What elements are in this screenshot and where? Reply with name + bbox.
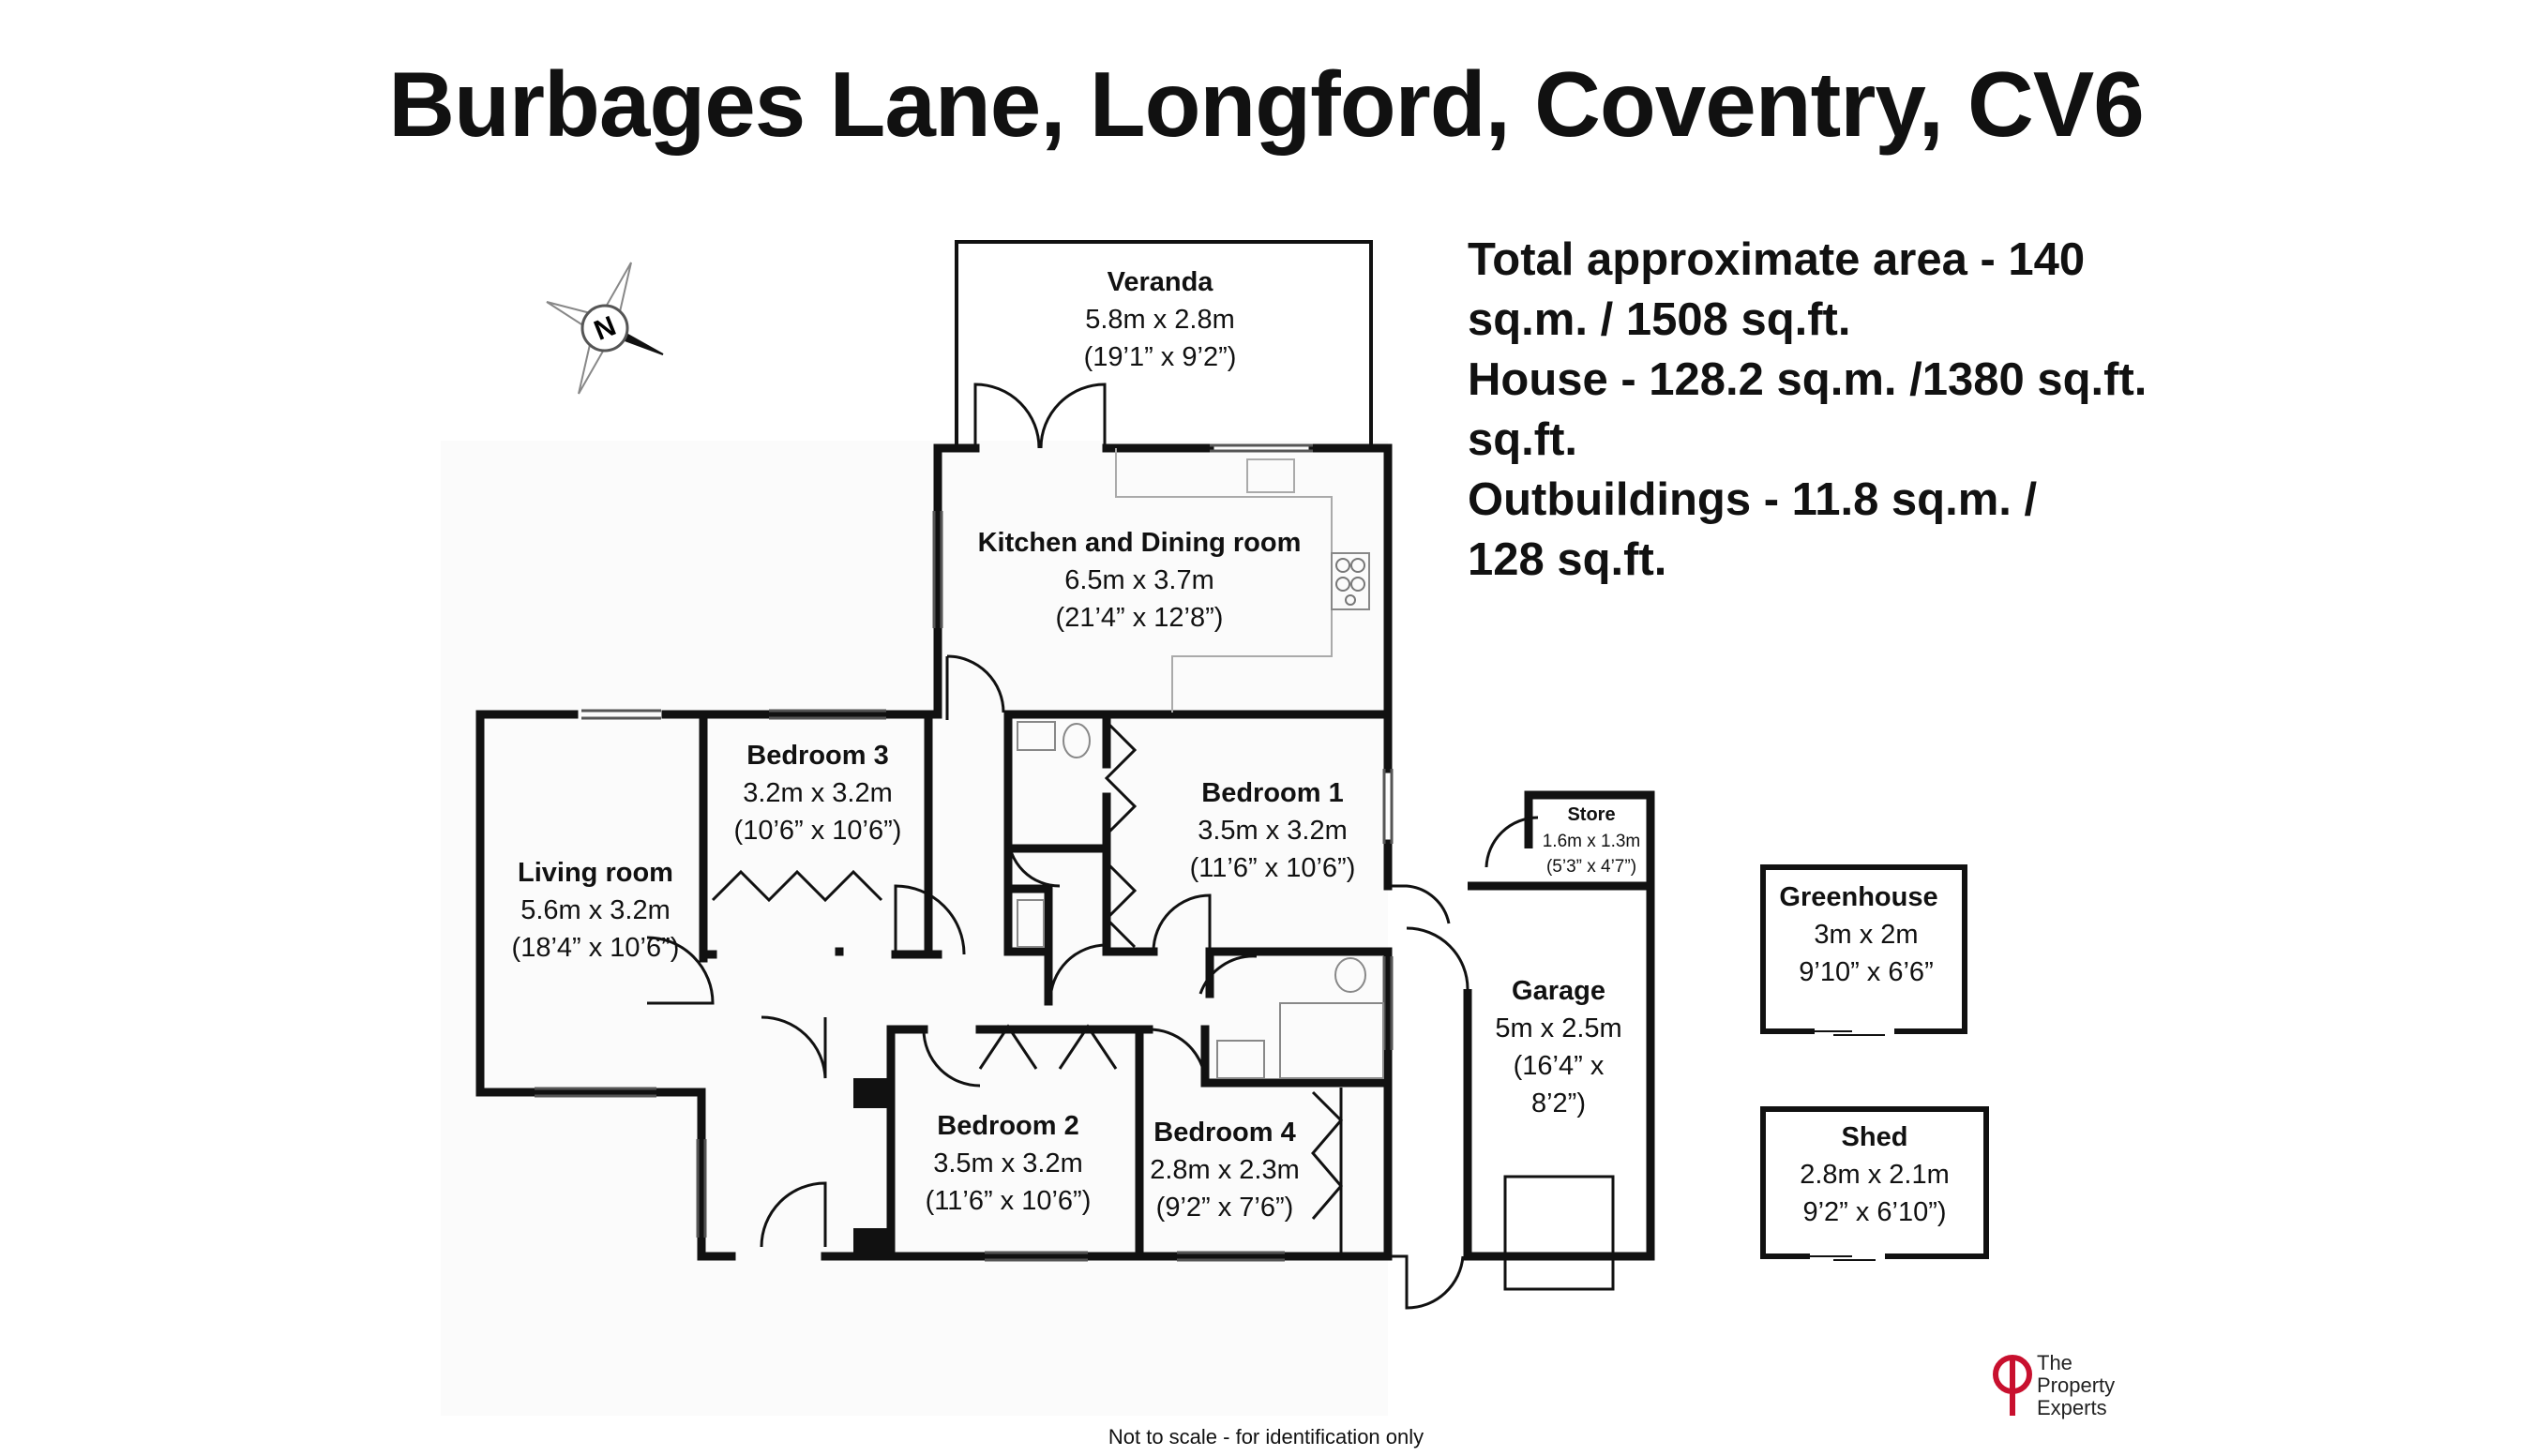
room-greenhouse-name: Greenhouse xyxy=(1779,882,1937,912)
room-kitchen-metric: 6.5m x 3.7m xyxy=(1064,565,1214,595)
logo-line: Property xyxy=(2037,1373,2116,1397)
room-garage-metric: 5m x 2.5m xyxy=(1495,1013,1621,1043)
room-shed-name: Shed xyxy=(1842,1122,1908,1152)
room-kitchen-name: Kitchen and Dining room xyxy=(978,528,1302,558)
garage-doors xyxy=(1388,816,1615,1310)
room-bedroom2-metric: 3.5m x 3.2m xyxy=(933,1148,1083,1178)
area-line: Outbuildings - 11.8 sq.m. / xyxy=(1468,474,2038,525)
windows xyxy=(535,443,1394,1262)
room-bedroom3-name: Bedroom 3 xyxy=(746,741,888,771)
room-greenhouse-metric: 3m x 2m xyxy=(1814,920,1918,950)
footer-note: Not to scale - for identification only xyxy=(1108,1425,1424,1448)
room-shed-metric: 2.8m x 2.1m xyxy=(1800,1160,1950,1190)
plan-background xyxy=(441,441,1388,1416)
pillar xyxy=(853,1228,887,1258)
area-line: House - 128.2 sq.m. /1380 sq.ft. xyxy=(1468,354,2148,405)
room-store-metric: 1.6m x 1.3m xyxy=(1543,832,1641,851)
room-veranda-name: Veranda xyxy=(1108,267,1214,297)
room-bedroom4-metric: 2.8m x 2.3m xyxy=(1150,1155,1300,1185)
room-bedroom4-name: Bedroom 4 xyxy=(1153,1118,1295,1148)
logo-line: Experts xyxy=(2037,1396,2107,1419)
room-garage-imperial: (16’4” x xyxy=(1514,1051,1605,1081)
area-line: Total approximate area - 140 xyxy=(1468,234,2086,285)
logo-icon xyxy=(1993,1355,2032,1416)
room-store-imperial: (5’3” x 4’7”) xyxy=(1546,857,1636,877)
room-greenhouse-imperial: 9’10” x 6’6” xyxy=(1799,957,1933,987)
garage-walls xyxy=(1463,790,1655,1261)
logo-text: The Property Experts xyxy=(2037,1352,2115,1419)
veranda xyxy=(955,240,1373,445)
compass-icon: N xyxy=(546,262,664,395)
room-living-name: Living room xyxy=(518,858,673,888)
doors xyxy=(646,383,1258,1248)
room-veranda-metric: 5.8m x 2.8m xyxy=(1085,305,1235,335)
shed-walls xyxy=(1760,1106,1989,1261)
room-living-metric: 5.6m x 3.2m xyxy=(520,895,671,925)
greenhouse-walls xyxy=(1760,864,1967,1036)
area-line: 128 sq.ft. xyxy=(1468,534,1667,585)
area-line: sq.m. / 1508 sq.ft. xyxy=(1468,294,1851,345)
room-bedroom3-metric: 3.2m x 3.2m xyxy=(743,778,893,808)
room-bedroom2-imperial: (11’6” x 10’6”) xyxy=(926,1186,1092,1216)
wardrobes xyxy=(711,720,1344,1256)
room-bedroom1-imperial: (11’6” x 10’6”) xyxy=(1190,853,1356,883)
room-garage-imperial-cont: 8’2”) xyxy=(1531,1088,1586,1118)
room-shed-imperial: 9’2” x 6’10”) xyxy=(1802,1197,1946,1227)
room-bedroom4-imperial: (9’2” x 7’6”) xyxy=(1156,1193,1294,1223)
room-bedroom3-imperial: (10’6” x 10’6”) xyxy=(734,816,902,846)
bathroom-fixtures xyxy=(1017,721,1384,1079)
page-title: Burbages Lane, Longford, Coventry, CV6 xyxy=(388,53,2144,156)
pillar xyxy=(853,1078,887,1108)
kitchen-fixtures xyxy=(1115,448,1370,713)
room-bedroom1-name: Bedroom 1 xyxy=(1201,778,1343,808)
room-bedroom1-metric: 3.5m x 3.2m xyxy=(1198,816,1348,846)
area-line: sq.ft. xyxy=(1468,414,1578,465)
area-summary: Total approximate area - 140 sq.m. / 150… xyxy=(1468,230,2218,590)
room-store-name: Store xyxy=(1567,804,1615,825)
room-garage-name: Garage xyxy=(1512,976,1605,1006)
room-kitchen-imperial: (21’4” x 12’8”) xyxy=(1056,603,1224,633)
logo-line: The xyxy=(2037,1351,2072,1374)
room-bedroom2-name: Bedroom 2 xyxy=(937,1111,1078,1141)
room-veranda-imperial: (19’1” x 9’2”) xyxy=(1084,342,1237,372)
room-living-imperial: (18’4” x 10’6”) xyxy=(512,933,680,963)
